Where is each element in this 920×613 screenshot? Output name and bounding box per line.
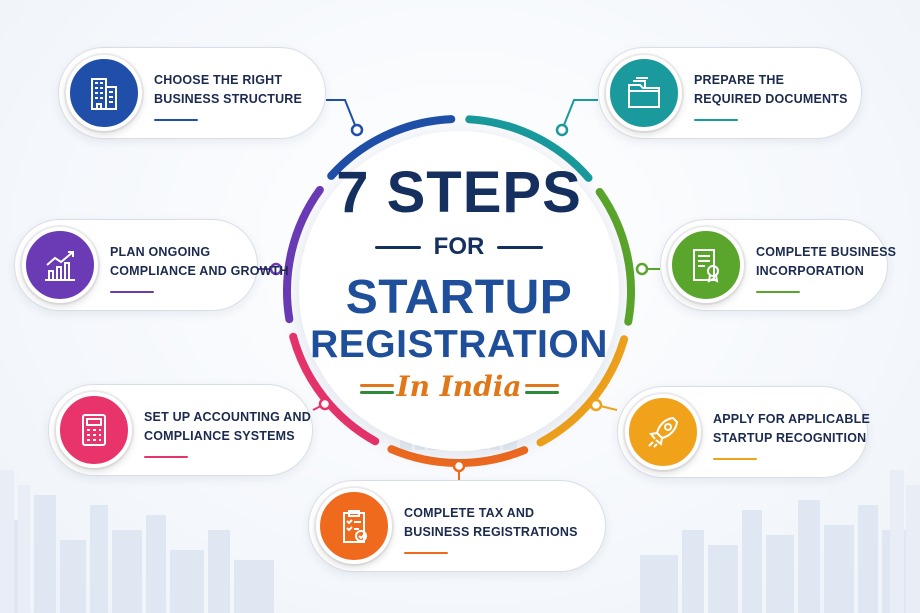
subtitle-rule-left-bottom <box>360 391 394 394</box>
rocket-icon <box>648 416 679 448</box>
step-card-business-incorporation: COMPLETE BUSINESS INCORPORATION <box>660 219 896 311</box>
connector-dot-7 <box>269 262 283 276</box>
step-label: SET UP ACCOUNTING AND COMPLIANCE SYSTEMS <box>144 408 311 446</box>
step-label-line2: STARTUP RECOGNITION <box>713 431 867 445</box>
step-icon-badge <box>22 227 98 303</box>
step-label-line2: COMPLIANCE SYSTEMS <box>144 429 295 443</box>
step-label: PREPARE THE REQUIRED DOCUMENTS <box>694 71 848 109</box>
connector-dot-5 <box>452 459 466 473</box>
title-steps-word: STEPS <box>386 160 582 225</box>
title-rule-left <box>375 246 421 249</box>
step-label-line2: COMPLIANCE AND GROWTH <box>110 264 289 278</box>
ring-segment-4 <box>536 335 629 447</box>
subtitle-rule-right-bottom <box>525 391 559 394</box>
step-underline <box>694 119 738 121</box>
title-rule-right <box>497 246 543 249</box>
building-icon <box>91 78 117 110</box>
ring-segment-7 <box>283 185 324 324</box>
ring-segment-3 <box>595 187 635 326</box>
step-label-line1: APPLY FOR APPLICABLE <box>713 412 871 426</box>
step-underline <box>110 291 154 293</box>
step-card-tax-registrations: COMPLETE TAX AND BUSINESS REGISTRATIONS <box>308 480 606 572</box>
step-underline <box>144 456 188 458</box>
step-label: PLAN ONGOING COMPLIANCE AND GROWTH <box>110 243 289 281</box>
step-label: APPLY FOR APPLICABLE STARTUP RECOGNITION <box>713 410 870 448</box>
center-circle <box>299 131 619 451</box>
step-label-line2: BUSINESS REGISTRATIONS <box>404 525 578 539</box>
subtitle-rule-left-top <box>360 384 394 387</box>
step-label-line1: COMPLETE TAX AND <box>404 506 535 520</box>
step-icon-badge <box>56 392 132 468</box>
ring-segment-1 <box>327 115 456 180</box>
title-for: FOR <box>433 233 485 260</box>
connector-line-2 <box>561 99 598 131</box>
clipboard-check-icon <box>343 510 367 543</box>
step-underline <box>154 119 198 121</box>
growth-chart-icon <box>45 251 75 281</box>
certificate-icon <box>693 249 719 283</box>
step-label: COMPLETE BUSINESS INCORPORATION <box>756 243 896 281</box>
connector-dot-4 <box>589 398 603 412</box>
step-icon-badge <box>625 394 701 470</box>
step-icon-badge <box>316 488 392 564</box>
step-card-accounting-systems: SET UP ACCOUNTING AND COMPLIANCE SYSTEMS <box>48 384 313 476</box>
step-label: CHOOSE THE RIGHT BUSINESS STRUCTURE <box>154 71 302 109</box>
step-card-ongoing-compliance: PLAN ONGOING COMPLIANCE AND GROWTH <box>14 219 289 311</box>
ring-segment-6 <box>289 332 380 446</box>
calculator-icon <box>82 414 106 446</box>
subtitle-rule-right-top <box>525 384 559 387</box>
ring-segment-2 <box>465 115 593 182</box>
connector-line-1 <box>326 99 358 131</box>
subtitle-in-india: In India <box>396 370 522 403</box>
step-label-line1: PLAN ONGOING <box>110 245 211 259</box>
step-card-startup-recognition: APPLY FOR APPLICABLE STARTUP RECOGNITION <box>617 386 870 478</box>
step-label-line1: COMPLETE BUSINESS <box>756 245 897 259</box>
connector-dot-2 <box>555 123 569 137</box>
step-label-line1: CHOOSE THE RIGHT <box>154 73 283 87</box>
step-card-required-documents: PREPARE THE REQUIRED DOCUMENTS <box>598 47 862 139</box>
folder-icon <box>628 77 660 108</box>
step-label-line2: BUSINESS STRUCTURE <box>154 92 303 106</box>
connector-dot-3 <box>635 262 649 276</box>
step-card-business-structure: CHOOSE THE RIGHT BUSINESS STRUCTURE <box>58 47 326 139</box>
step-icon-badge <box>668 227 744 303</box>
step-label-line2: INCORPORATION <box>756 264 864 278</box>
step-label-line2: REQUIRED DOCUMENTS <box>694 92 848 106</box>
step-label-line1: PREPARE THE <box>694 73 785 87</box>
step-icon-badge <box>606 55 682 131</box>
connector-dot-1 <box>350 123 364 137</box>
step-icon-badge <box>66 55 142 131</box>
step-label-line1: SET UP ACCOUNTING AND <box>144 410 311 424</box>
title-registration: REGISTRATION <box>310 323 608 366</box>
step-underline <box>713 458 757 460</box>
title-seven-steps: 7 STEPS <box>299 160 619 226</box>
step-label: COMPLETE TAX AND BUSINESS REGISTRATIONS <box>404 504 578 542</box>
title-number: 7 <box>336 160 370 225</box>
step-underline <box>756 291 800 293</box>
connector-dot-6 <box>318 397 332 411</box>
step-underline <box>404 552 448 554</box>
title-startup: STARTUP <box>345 271 573 324</box>
